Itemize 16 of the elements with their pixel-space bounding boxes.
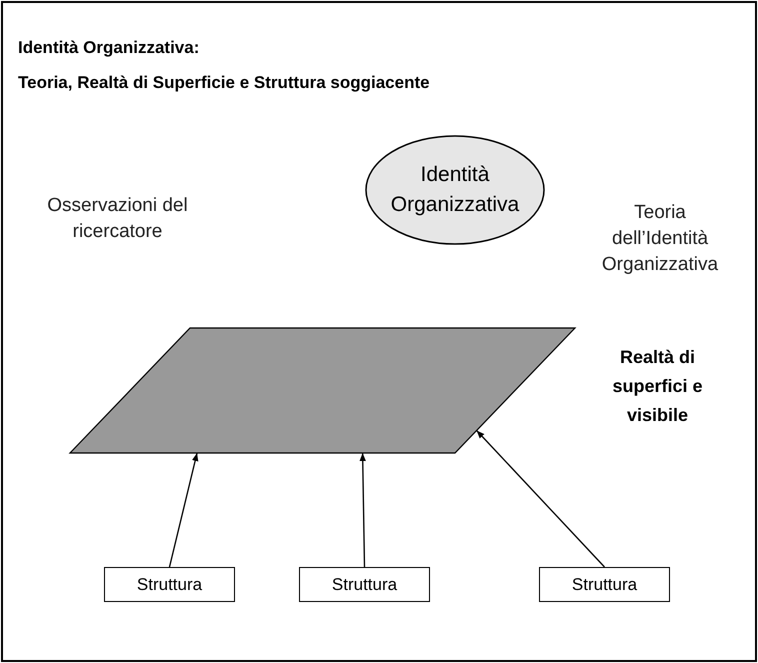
box-label: Struttura bbox=[572, 574, 638, 594]
box-label: Struttura bbox=[136, 574, 202, 594]
structure-box bbox=[299, 567, 430, 602]
box-label: Struttura bbox=[332, 574, 398, 594]
structure-box bbox=[539, 567, 670, 602]
plane-label: Realtà di superfici e visibile bbox=[611, 346, 704, 427]
arrow bbox=[360, 452, 366, 568]
structure-box bbox=[104, 567, 235, 602]
arrow bbox=[168, 452, 198, 568]
side-label: Osservazioni del ricercatore bbox=[46, 194, 189, 244]
arrow bbox=[476, 430, 605, 568]
identity-ellipse bbox=[365, 135, 545, 245]
side-label: Teoria dell’Identità Organizzativa bbox=[600, 201, 720, 277]
diagram-title: Identità Organizzativa: Teoria, Realtà di Superficie e Struttura soggiacente bbox=[18, 37, 431, 94]
ellipse-label: Identità Organizzativa bbox=[390, 162, 520, 218]
surface-plane bbox=[70, 328, 575, 453]
